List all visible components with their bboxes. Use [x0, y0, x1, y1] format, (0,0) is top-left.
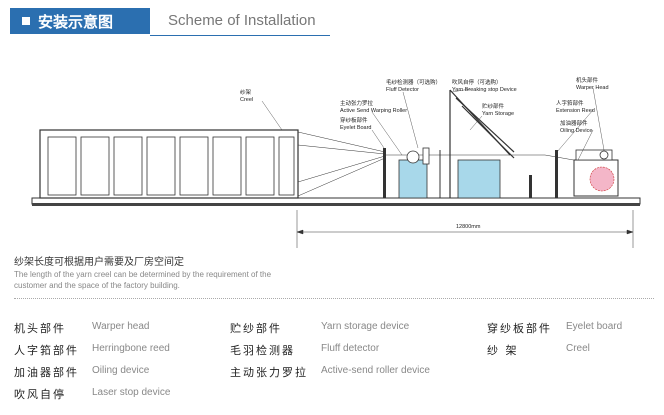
warper-drum [589, 166, 615, 192]
eyelet-label-en: Eyelet Board [340, 125, 372, 131]
header-underline [150, 35, 330, 36]
head-label-en: Warper Head [576, 85, 609, 91]
head-label-cn: 机头部件 [576, 76, 599, 84]
oiling-device-post [555, 150, 558, 198]
section-tab-title: 安装示意图 [38, 12, 114, 31]
legend-en: Laser stop device [92, 387, 171, 398]
laser-label-en: Yarn Breaking stop Device [452, 87, 517, 93]
creel-label-en: Creel [240, 97, 253, 103]
warper-head-top [575, 149, 613, 161]
legend-en: Fluff detector [321, 343, 380, 354]
legend-en: Eyelet board [566, 321, 623, 332]
storage-label-en: Yarn Storage [482, 111, 514, 117]
legend-cn: 机头部件 [14, 322, 66, 335]
dimension-line [296, 210, 634, 248]
square-icon [22, 17, 30, 25]
active-roller-label-en: Active Send Warping Roller [340, 108, 407, 114]
legend-en: Creel [566, 343, 590, 354]
legend-cn: 人字筘部件 [14, 344, 79, 357]
storage-label-cn: 贮纱部件 [482, 102, 505, 110]
oil-label-cn: 加油器部件 [560, 119, 588, 127]
legend-cn: 毛羽检测器 [230, 344, 295, 357]
legend-cn: 加油器部件 [14, 366, 79, 379]
dimension-label: 12800mm [456, 224, 481, 230]
eyelet-label-cn: 穿纱板部件 [340, 116, 368, 124]
legend-en: Oiling device [92, 365, 150, 376]
creel-label-cn: 纱架 [240, 89, 252, 96]
extension-reed-post [529, 175, 532, 198]
legend-en: Active-send roller device [321, 365, 430, 376]
fluff-label-en: Fluff Detector [386, 87, 419, 93]
installation-diagram: 纱架 Creel 毛纱检测器（可选购） Fluff Detector 主动张力罗… [31, 76, 641, 248]
legend-cn: 贮纱部件 [230, 322, 282, 335]
divider [14, 298, 654, 299]
creel-note-en: The length of the yarn creel can be dete… [14, 270, 272, 290]
laser-label-cn: 吹风自停（可选购） [452, 78, 502, 86]
floor-slab [32, 203, 640, 206]
yarn-storage-unit [457, 159, 501, 199]
storage-arm [449, 89, 515, 198]
legend-cn: 主动张力罗拉 [230, 366, 308, 379]
legend-cn: 穿纱板部件 [487, 322, 552, 335]
creel-panels [47, 136, 295, 196]
legend-cn: 纱 架 [487, 344, 519, 357]
active-roller-unit [398, 159, 428, 199]
legend-en: Yarn storage device [321, 321, 410, 332]
eyelet-board [383, 148, 386, 198]
fluff-detector [422, 147, 430, 165]
legend-en: Herringbone reed [92, 343, 170, 354]
legend-cn: 吹风自停 [14, 388, 66, 401]
section-subtitle: Scheme of Installation [168, 12, 316, 29]
yarn-lines [297, 131, 586, 197]
reed-label-en: Extension Reed [556, 108, 595, 114]
active-roller-label-cn: 主动张力罗拉 [340, 99, 374, 107]
reed-label-cn: 人字筘部件 [556, 99, 584, 107]
creel-note-cn: 纱架长度可根据用户需要及厂房空间定 [14, 257, 184, 268]
roller-wheel [406, 150, 420, 164]
oil-label-en: Oiling Device [560, 128, 592, 134]
section-tab: 安装示意图 [10, 8, 150, 34]
legend-en: Warper head [92, 321, 150, 332]
fluff-label-cn: 毛纱检测器（可选购） [386, 78, 441, 86]
